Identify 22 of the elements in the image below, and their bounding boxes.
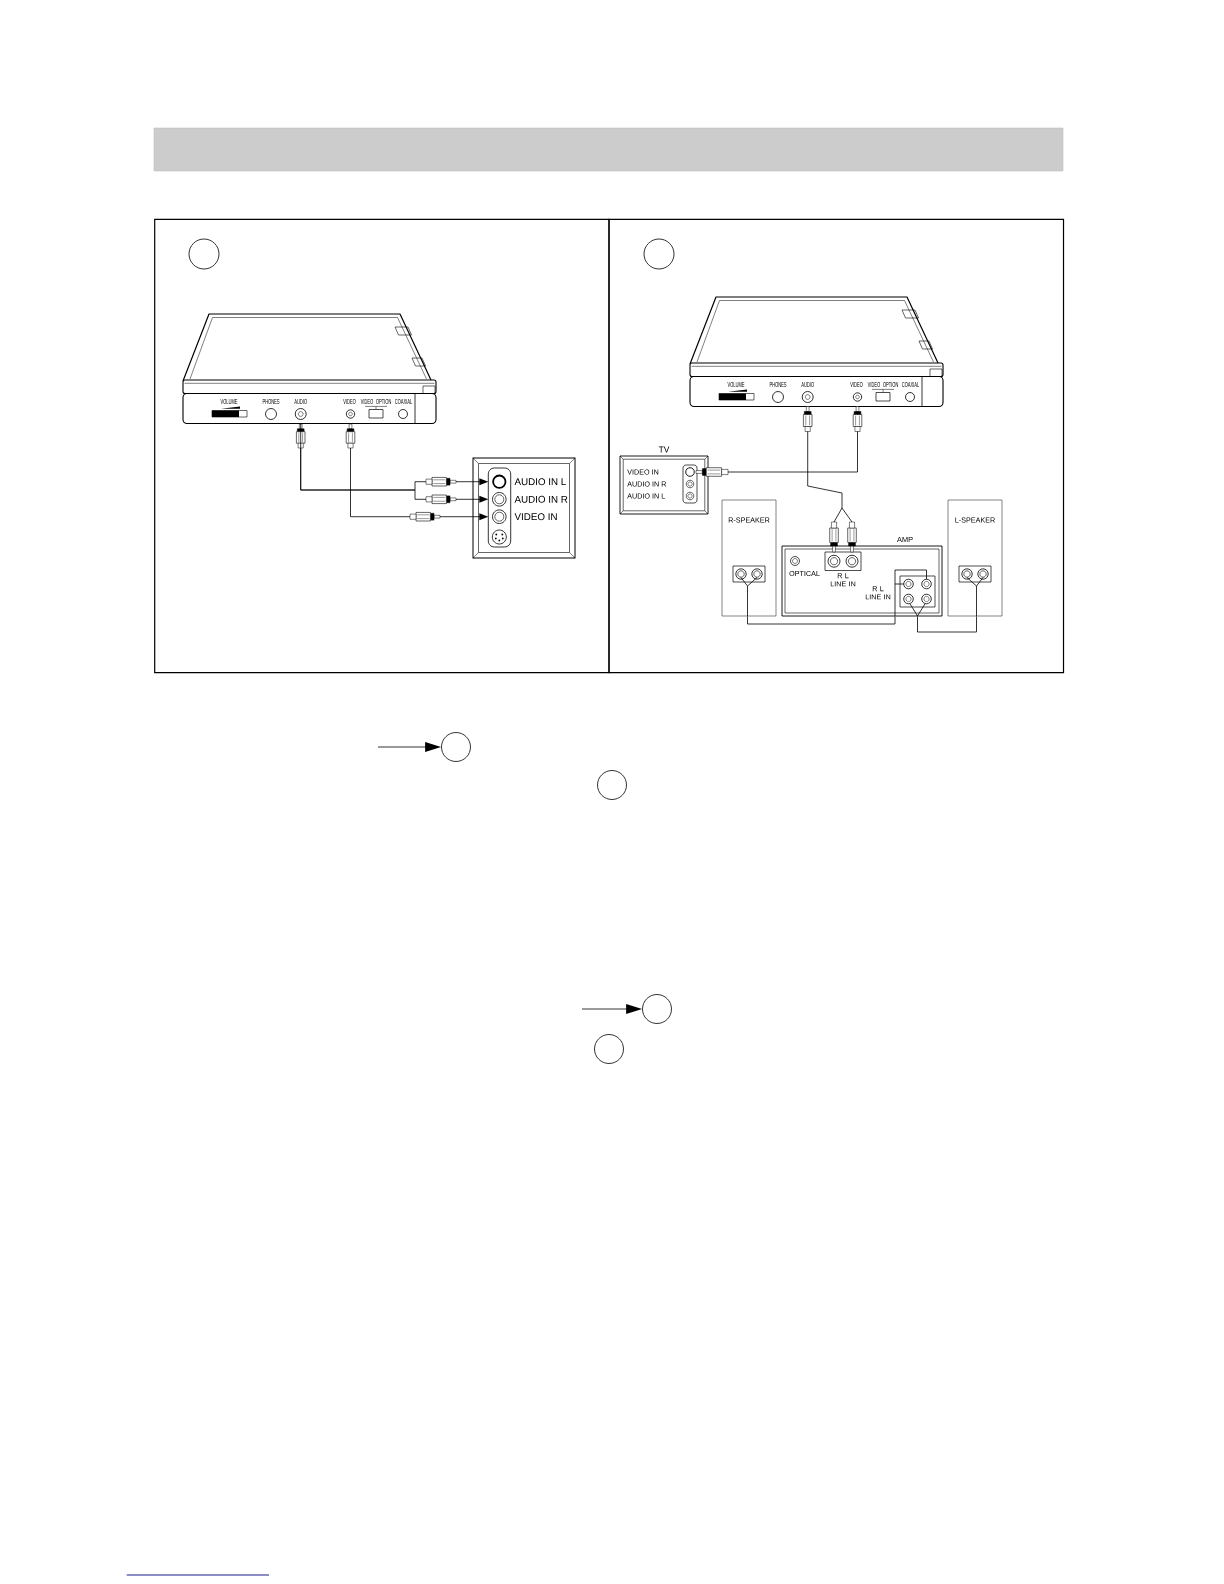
jack-label: VIDEO IN: [514, 513, 557, 521]
callout-circle: [594, 1034, 624, 1064]
callout-circle: [597, 770, 627, 800]
cable: [296, 423, 489, 491]
callout-circle: [188, 238, 220, 270]
arrow: [581, 1004, 643, 1014]
jack-label: AUDIO IN R: [514, 495, 568, 503]
callout-circle: [642, 994, 672, 1024]
cable: [345, 423, 489, 522]
panel-frame: [154, 218, 610, 674]
cable: [803, 406, 857, 553]
device-label: TV: [658, 446, 670, 453]
callout-circle: [643, 238, 675, 270]
cable: [300, 423, 489, 504]
cable: [747, 615, 896, 625]
arrow: [377, 742, 442, 752]
jack-label: AUDIO IN L: [514, 478, 566, 486]
heading-bar: [153, 127, 1064, 172]
cable: [909, 603, 977, 633]
callout-circle: [441, 732, 471, 762]
cable: [695, 406, 863, 477]
panel-frame: [608, 218, 1065, 674]
